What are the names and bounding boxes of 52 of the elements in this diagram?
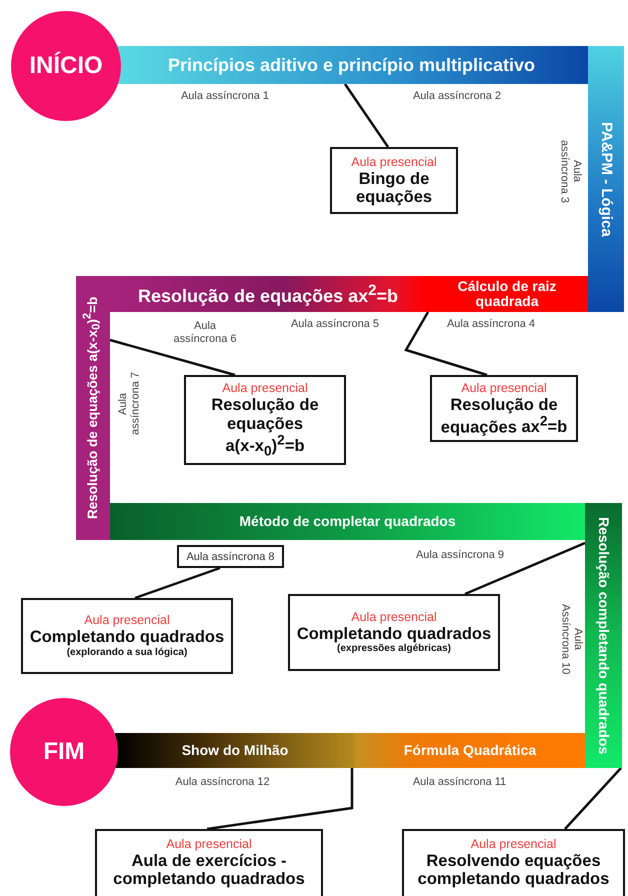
topic-band: PA&PM - Lógica [588, 46, 624, 312]
leader-line [464, 542, 586, 596]
session-type: Aula presencial [351, 610, 437, 625]
topic-band: Princípios aditivo e princípio multiplicativo [115, 46, 588, 84]
leader-line [134, 566, 220, 600]
session-type: Aula presencial [166, 837, 252, 852]
lesson-title: Resolução de equações ax$^{2}$=b [440, 396, 568, 436]
topic-band: Cálculo de raiz quadrada [426, 276, 588, 312]
lesson-box [288, 594, 500, 671]
lesson-label: Aula assíncrona 8 [177, 545, 284, 568]
session-label: Aula assíncrona 4 [446, 318, 536, 331]
lesson-box [330, 147, 458, 214]
topic-band: Resolução completando quadrados [585, 503, 622, 768]
lesson-box [21, 598, 233, 674]
session-label: Aula assíncrona 12 [174, 776, 271, 789]
lesson-title: Aula de exercícios - completando quadrados [112, 852, 306, 888]
session-label: Aula assíncrona 5 [290, 318, 380, 331]
lesson-note: (explorando a sua lógica) [66, 646, 188, 659]
end-circle: FIM [10, 698, 118, 806]
leader-line [404, 311, 488, 376]
lesson-title: Resolvendo equações completando quadrados [416, 852, 610, 888]
lesson-box [184, 375, 346, 465]
session-label: Aula assíncrona 1 [180, 90, 270, 103]
start-circle: INÍCIO [11, 11, 121, 121]
session-label: Aula assíncrona 9 [414, 549, 506, 562]
session-type: Aula presencial [461, 380, 547, 396]
leader-line [344, 83, 390, 148]
session-type: Aula presencial [222, 381, 308, 396]
topic-band: Resolução de equações ax$^{2}$=b [110, 276, 426, 312]
session-type: Aula presencial [470, 837, 556, 852]
session-label: Aula assíncrona 6 [172, 320, 238, 346]
topic-band: Método de completar quadrados [110, 503, 585, 540]
session-type: Aula presencial [84, 613, 170, 628]
lesson-note: (expressões algébricas) [337, 643, 451, 656]
leader-line [564, 767, 622, 830]
leader-line [206, 768, 354, 830]
session-label: Aula Assíncrona 10 [558, 602, 584, 676]
topic-band: Fórmula Quadrática [355, 733, 585, 768]
leader-line [110, 338, 236, 376]
lesson-box [95, 829, 323, 896]
session-label: Aula assíncrona 2 [412, 90, 502, 103]
session-type: Aula presencial [351, 154, 437, 170]
lesson-title: Bingo de equações [354, 170, 434, 206]
topic-band: Show do Milhão [115, 733, 355, 768]
lesson-title: Completando quadrados [296, 624, 492, 644]
session-label: Aula assíncrona 7 [117, 372, 143, 438]
lesson-title: Resolução de equações a(x-x$_{0}$)$^{2}$=b [210, 396, 320, 459]
session-label: Aula assíncrona 11 [412, 776, 508, 789]
lesson-box [402, 829, 625, 896]
session-label: Aula assíncrona 3 [557, 138, 583, 204]
lesson-box [430, 375, 578, 442]
lesson-title: Completando quadrados [30, 628, 224, 647]
